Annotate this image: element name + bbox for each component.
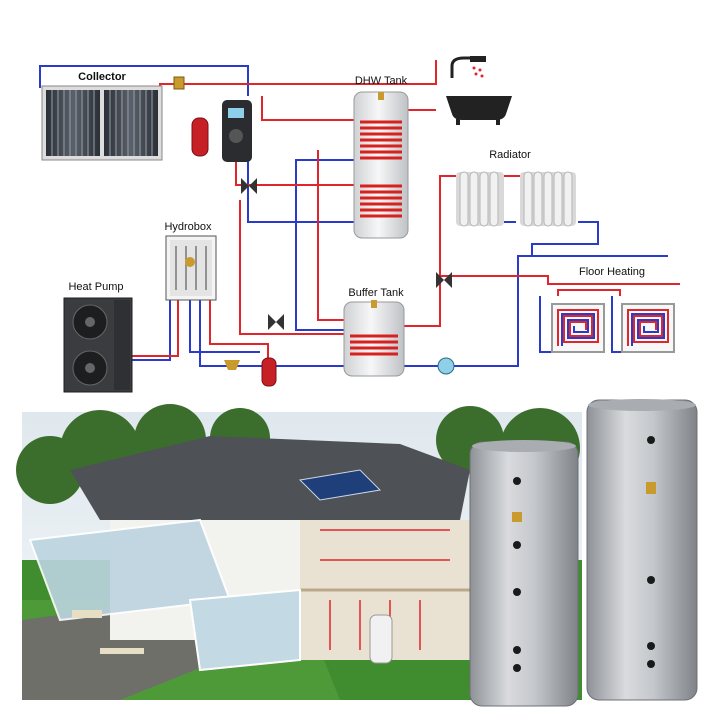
bathtub-shower-icon <box>446 56 512 125</box>
solar-pump-station <box>191 100 252 162</box>
floor-heating: Floor Heating <box>551 266 675 353</box>
hydrobox: Hydrobox <box>164 221 217 301</box>
upper-coil <box>360 120 402 160</box>
radiator-label: Radiator <box>489 149 531 161</box>
buffer-tank-label: Buffer Tank <box>348 287 404 299</box>
heat-pump-label: Heat Pump <box>68 281 123 293</box>
radiator-left <box>456 171 504 227</box>
hydrobox-label: Hydrobox <box>164 221 212 233</box>
floor-loop-left <box>551 303 605 353</box>
dhw-tank-label: DHW Tank <box>355 75 408 87</box>
collector-tubes <box>46 90 158 156</box>
tank-photo-left <box>469 440 579 707</box>
air-vent-icon <box>173 76 185 90</box>
three-way-valve-icon <box>241 178 257 194</box>
dhw-tank: DHW Tank <box>353 75 409 239</box>
pipe-network <box>39 60 680 367</box>
lower-coil <box>360 184 402 218</box>
garden-furniture <box>72 610 144 654</box>
expansion-vessel-icon <box>261 357 277 387</box>
tank-photo-right <box>586 399 698 701</box>
radiator-right <box>520 171 576 227</box>
collector-label: Collector <box>78 71 126 83</box>
filter-icon <box>224 360 240 370</box>
house-cutaway-scene <box>16 404 582 700</box>
buffer-tank: Buffer Tank <box>343 287 405 377</box>
floor-loop-right <box>621 303 675 353</box>
heat-pump-unit: Heat Pump <box>63 281 133 393</box>
floor-heating-label: Floor Heating <box>579 266 645 278</box>
valve-icon <box>268 272 452 330</box>
buffer-coil <box>350 334 398 356</box>
circulation-pump-icon <box>437 357 455 375</box>
solar-collector: Collector <box>41 71 163 161</box>
radiator-group: Radiator <box>456 149 576 227</box>
